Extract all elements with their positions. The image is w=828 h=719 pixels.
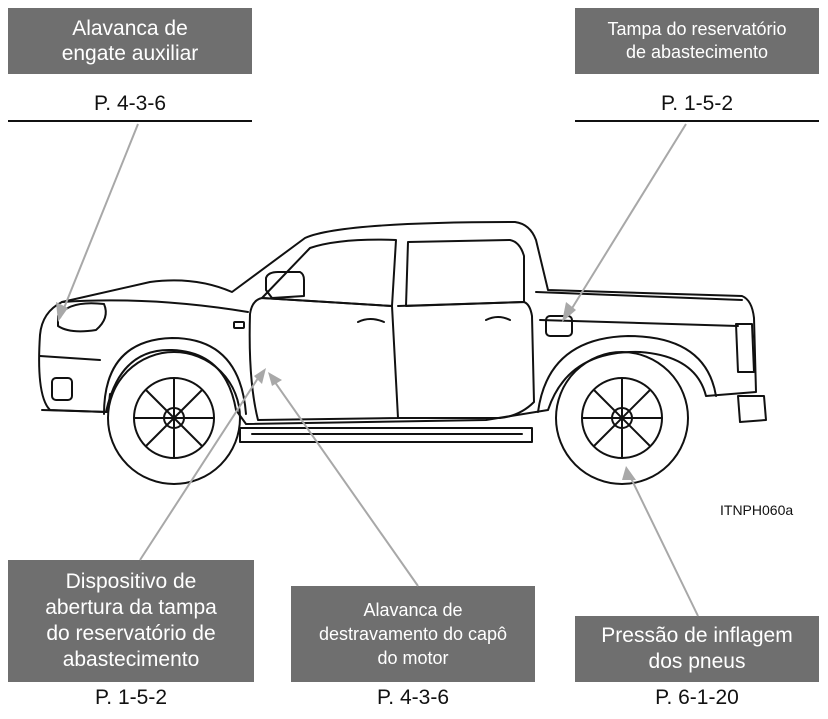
front-door-outline [248, 297, 399, 421]
bed-rail [535, 291, 743, 301]
side-mirror [265, 271, 305, 299]
front-bumper [39, 355, 111, 413]
callout-hitch-lever-rule [8, 120, 252, 122]
callout-fuel-door-opener-page: P. 1-5-2 [95, 686, 167, 709]
rear-door-outline [397, 301, 535, 419]
figure-code: ITNPH060a [720, 502, 794, 518]
side-marker [233, 321, 245, 329]
arrow-hood-release [268, 372, 282, 386]
leader-fuel-door-opener [139, 371, 263, 561]
callout-fuel-door-opener-line-2: abertura da tampa [45, 596, 217, 619]
side-step [239, 427, 533, 443]
rear-window [405, 239, 525, 307]
callout-hood-release-box: Alavanca de destravamento do capô do mot… [291, 586, 535, 682]
callout-fuel-door-opener-line-4: abastecimento [62, 648, 200, 671]
rear-fender-arch [537, 335, 717, 413]
callout-tire-pressure-page: P. 6-1-20 [655, 686, 739, 709]
arrow-fuel-door-opener [254, 368, 266, 384]
callout-hood-release-page: P. 4-3-6 [377, 686, 449, 709]
callout-fuel-door-opener-line-1: Dispositivo de [65, 570, 197, 593]
callout-fuel-cap-rule [575, 120, 819, 122]
callout-hood-release-line-3: do motor [377, 648, 449, 668]
arrow-tire-pressure [622, 466, 636, 480]
front-window [261, 238, 397, 307]
leader-hitch-lever [59, 123, 139, 319]
tail-light [735, 323, 755, 373]
callout-hitch-lever-line-1: Alavanca de [72, 17, 188, 40]
leader-tire-pressure [627, 471, 699, 617]
bed-side-line [539, 319, 739, 327]
rear-tire [555, 351, 689, 485]
callout-hood-release-line-1: Alavanca de [363, 600, 463, 620]
callout-tire-pressure-box: Pressão de inflagem dos pneus [575, 616, 819, 682]
front-door-handle [357, 318, 385, 323]
fuel-cap-door [545, 315, 573, 337]
truck-body-outline [38, 221, 757, 425]
callout-hood-release-line-2: destravamento do capô [318, 624, 508, 644]
callout-hitch-lever-page: P. 4-3-6 [94, 92, 166, 115]
rear-spokes [581, 377, 663, 459]
callout-tire-pressure-line-2: dos pneus [648, 650, 746, 673]
callout-fuel-cap-line-1: Tampa do reservatório [607, 19, 787, 39]
arrow-fuel-cap [562, 302, 576, 322]
rear-door-handle [485, 316, 511, 321]
front-fender-arch [103, 337, 247, 415]
callout-fuel-cap-page: P. 1-5-2 [661, 92, 733, 115]
callout-hitch-lever-line-2: engate auxiliar [61, 42, 199, 65]
mud-flap [737, 395, 767, 423]
front-spokes [133, 377, 215, 459]
leader-hood-release [271, 377, 419, 587]
callout-fuel-cap-box: Tampa do reservatório de abastecimento [575, 8, 819, 74]
callout-fuel-cap-line-2: de abastecimento [625, 42, 769, 62]
leader-fuel-cap [565, 123, 687, 319]
headlight [57, 302, 107, 333]
hood-line [61, 299, 249, 313]
fog-light [51, 377, 73, 401]
callout-tire-pressure-line-1: Pressão de inflagem [601, 624, 793, 647]
front-tire [107, 351, 241, 485]
callout-fuel-door-opener-box: Dispositivo de abertura da tampa do rese… [8, 560, 254, 682]
arrow-hitch-lever [56, 302, 68, 322]
callout-fuel-door-opener-line-3: do reservatório de [46, 622, 216, 645]
callout-hitch-lever-box: Alavanca de engate auxiliar [8, 8, 252, 74]
